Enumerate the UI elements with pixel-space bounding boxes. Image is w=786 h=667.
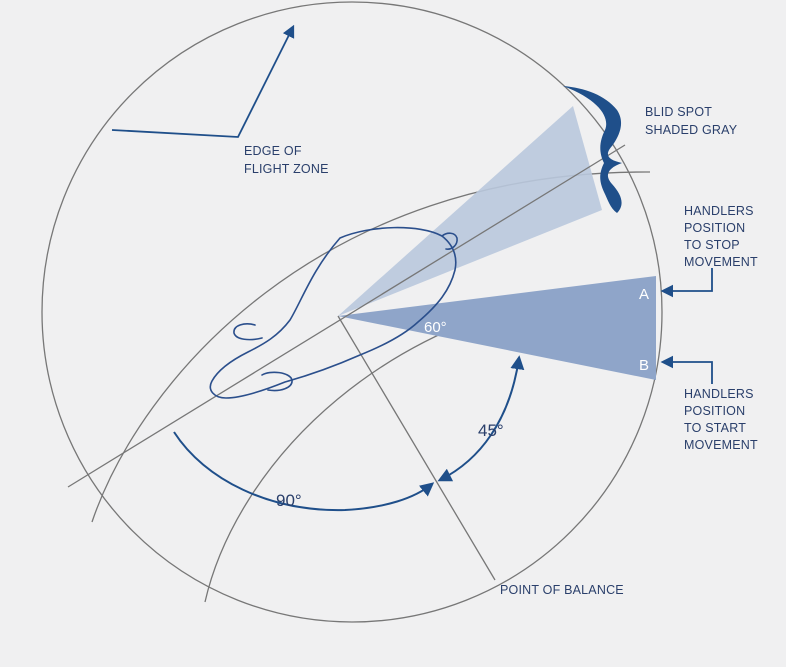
stop-start-wedge [338, 276, 656, 380]
angle-90-arc [173, 431, 435, 512]
flight-zone-circle [41, 1, 663, 623]
curly-brace-icon [563, 86, 622, 213]
angle-60-label: 60° [424, 319, 447, 336]
animal-outline [209, 226, 458, 399]
blind-spot-label: BLID SPOT SHADED GRAY [645, 105, 738, 137]
angle-45-label: 45° [478, 421, 504, 440]
angle-45-arc [437, 355, 525, 482]
flight-zone-pointer [111, 24, 295, 138]
point-b-label: B [639, 357, 649, 374]
handler-stop-pointer [660, 268, 713, 298]
body-axis-line [67, 144, 626, 488]
blind-spot-wedge [338, 106, 602, 316]
edge-of-flight-zone-label: EDGE OF FLIGHT ZONE [244, 144, 329, 176]
point-of-balance-line [337, 315, 496, 581]
handlers-stop-label: HANDLERS POSITION TO STOP MOVEMENT [684, 204, 758, 269]
point-a-label: A [639, 286, 649, 303]
handlers-start-label: HANDLERS POSITION TO START MOVEMENT [684, 387, 758, 452]
angle-90-label: 90° [276, 491, 302, 510]
handler-start-pointer [660, 355, 713, 384]
point-of-balance-label: POINT OF BALANCE [500, 583, 624, 597]
